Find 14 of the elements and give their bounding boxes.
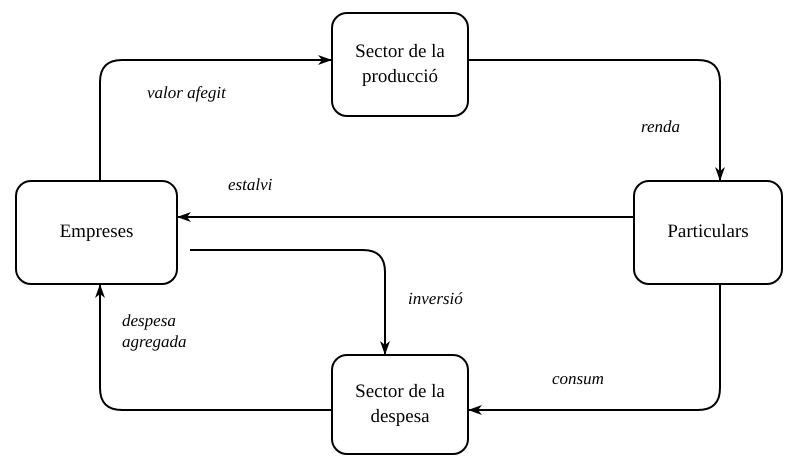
box-label: Empreses bbox=[60, 220, 134, 244]
box-label: Particulars bbox=[667, 220, 749, 244]
arrow bbox=[468, 285, 721, 415]
rounded-box bbox=[633, 180, 783, 285]
box-label: Sector de la despesa bbox=[354, 380, 446, 428]
arrow bbox=[469, 59, 725, 181]
rounded-box bbox=[331, 12, 469, 117]
arrow bbox=[177, 212, 633, 222]
rounded-box bbox=[331, 354, 469, 455]
arrow bbox=[99, 55, 332, 180]
box-label: Sector de la producció bbox=[354, 40, 446, 88]
arrow bbox=[190, 249, 390, 355]
rounded-box bbox=[15, 180, 178, 285]
arrow bbox=[95, 284, 331, 411]
